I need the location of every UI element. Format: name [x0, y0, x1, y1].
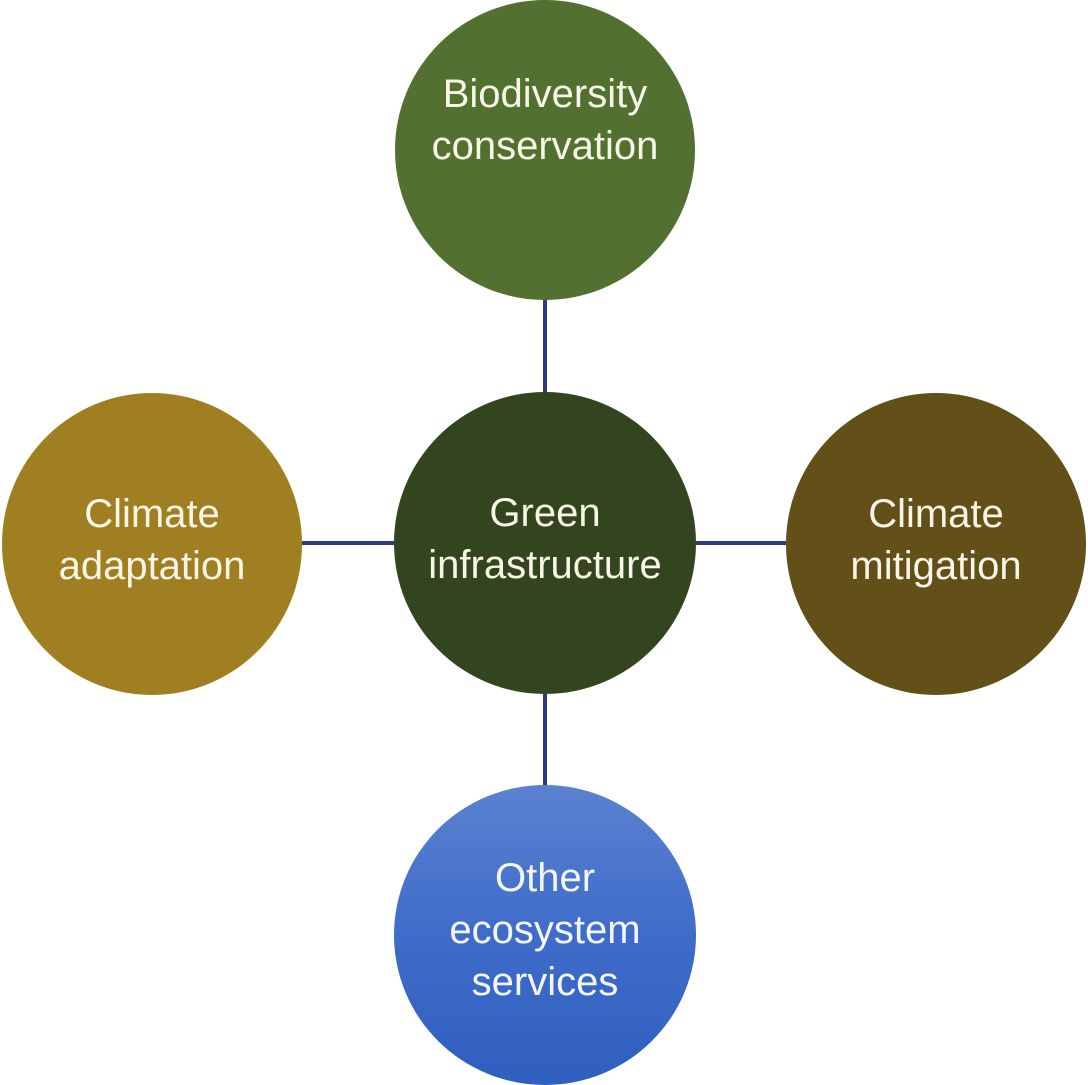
- node-label: Biodiversity conservation: [431, 72, 659, 168]
- connector-top: [543, 298, 547, 395]
- connector-left: [300, 541, 397, 545]
- node-green-infrastructure: Green infrastructure: [394, 392, 696, 694]
- node-label: Climate adaptation: [58, 492, 246, 588]
- connector-bottom: [543, 690, 547, 787]
- node-other-ecosystem-services: Other ecosystem services: [394, 785, 696, 1085]
- node-label: Green infrastructure: [428, 491, 662, 587]
- node-label: Climate mitigation: [850, 492, 1022, 588]
- node-climate-mitigation: Climate mitigation: [786, 393, 1086, 695]
- node-climate-adaptation: Climate adaptation: [2, 393, 302, 695]
- node-biodiversity-conservation: Biodiversity conservation: [395, 0, 695, 300]
- node-label: Other ecosystem services: [449, 856, 641, 1004]
- connector-right: [692, 541, 789, 545]
